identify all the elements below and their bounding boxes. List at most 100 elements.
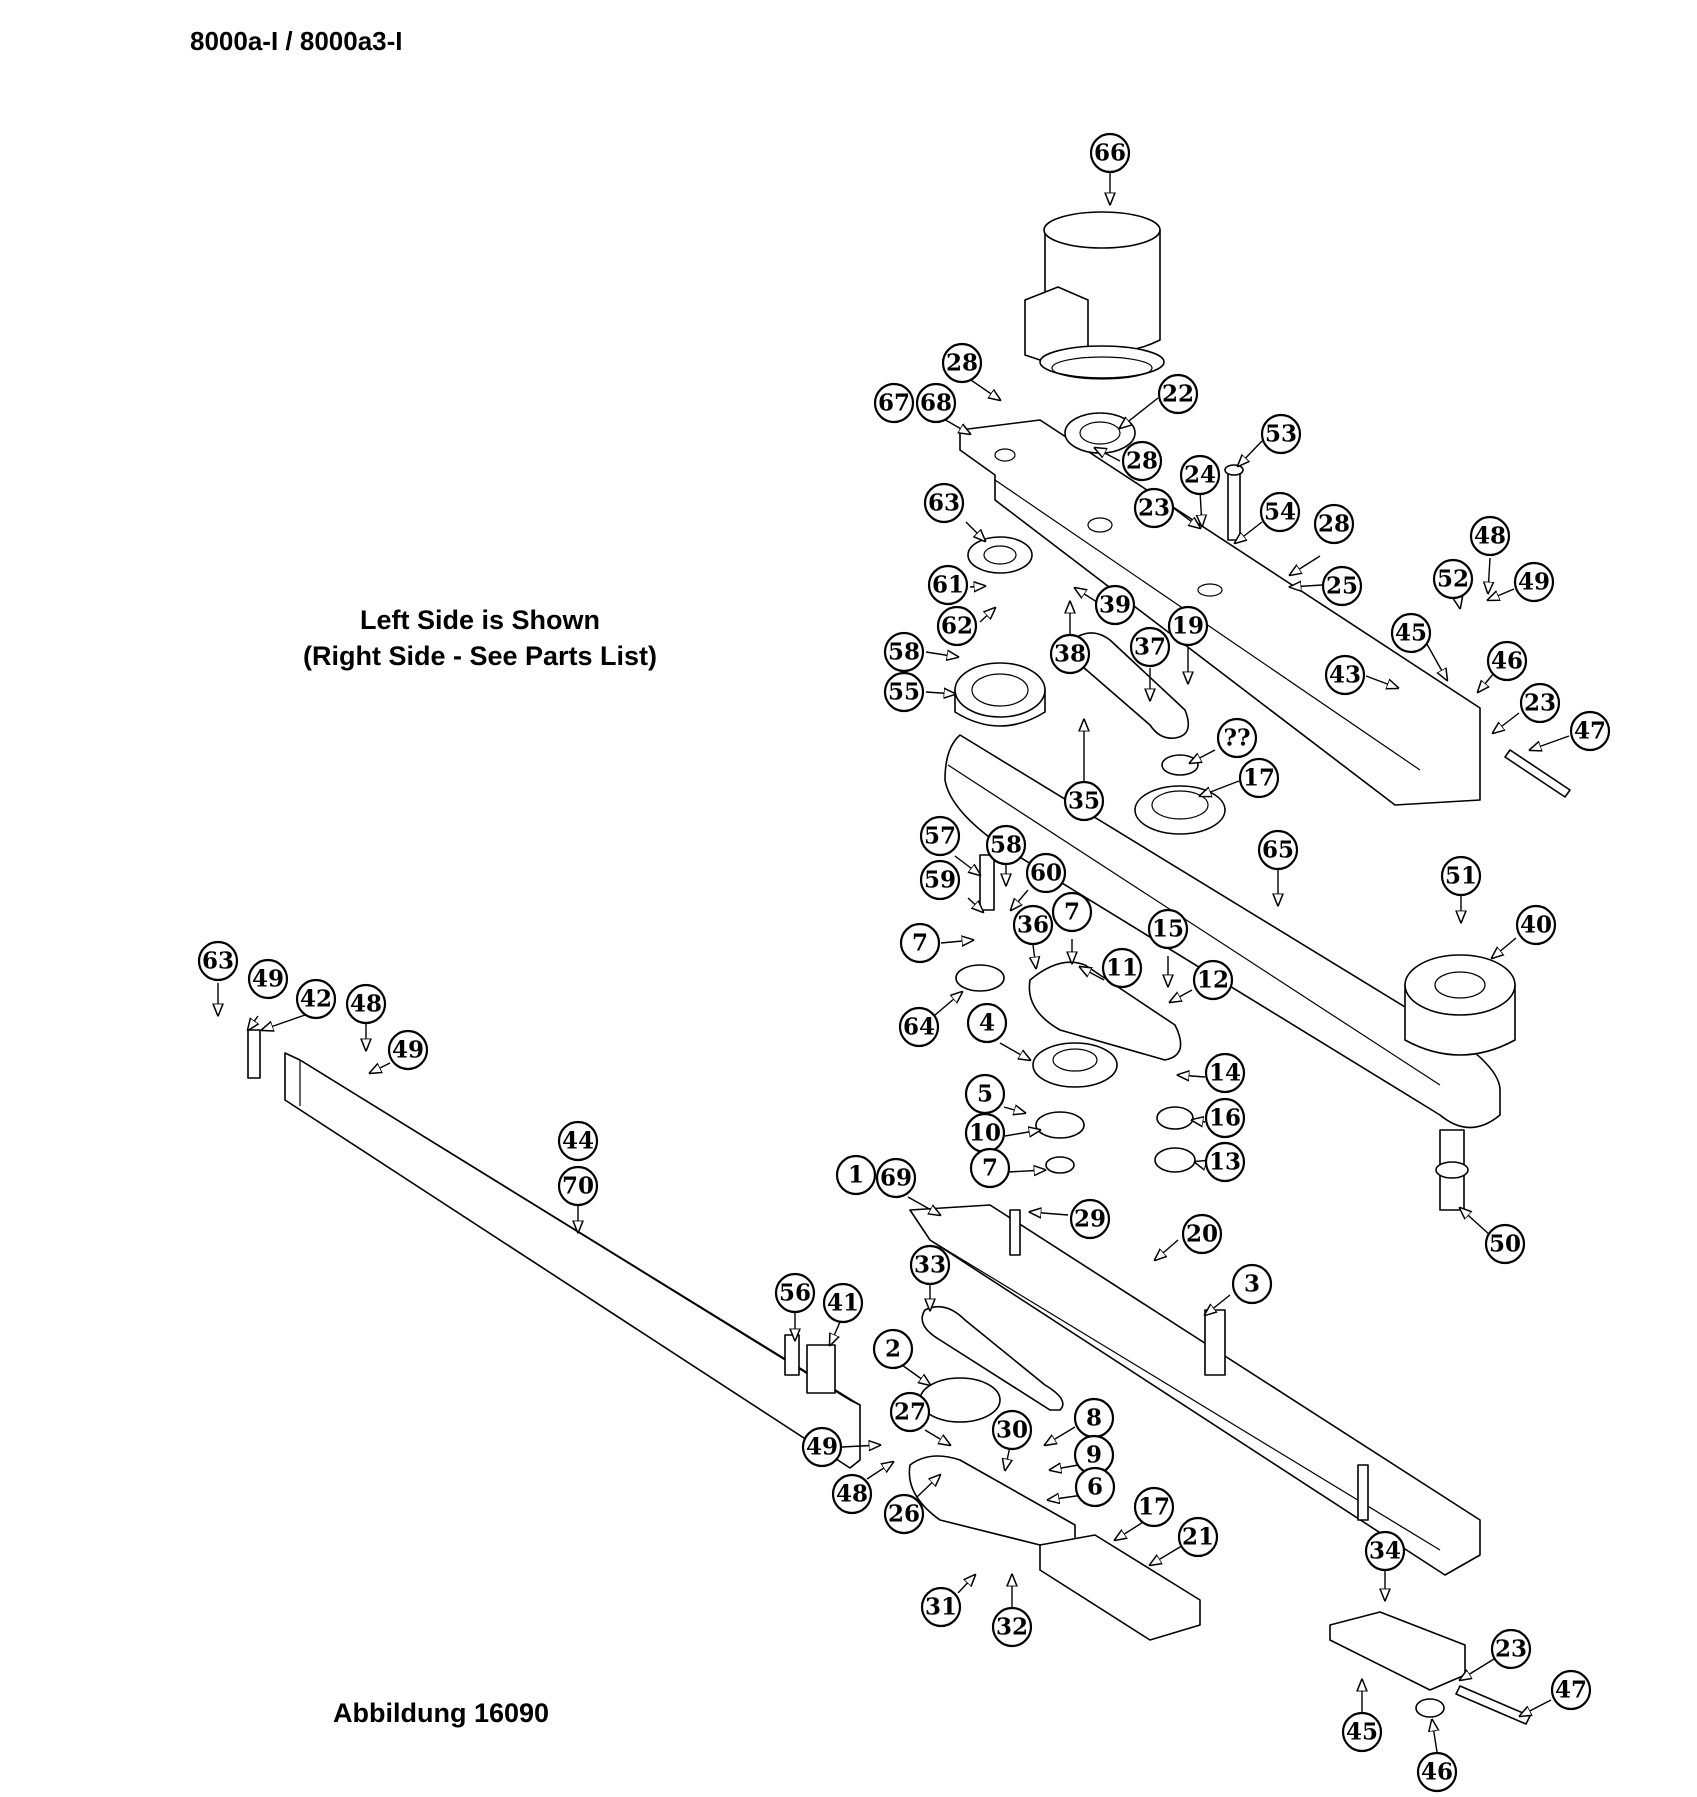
shaft-50 <box>1435 1129 1469 1211</box>
tensioner-plate <box>1028 961 1182 1061</box>
callout: 28 <box>941 342 983 384</box>
svg-text:13: 13 <box>1209 1149 1241 1176</box>
callout: 68 <box>915 382 957 424</box>
callout: 13 <box>1204 1141 1246 1183</box>
callout: 11 <box>1101 947 1143 989</box>
svg-text:38: 38 <box>1054 641 1086 668</box>
callout: 2 <box>872 1328 914 1370</box>
svg-text:60: 60 <box>1030 860 1062 887</box>
svg-text:24: 24 <box>1184 462 1216 489</box>
bracket-42 <box>247 1029 261 1079</box>
callout: 48 <box>831 1473 873 1515</box>
callout: 31 <box>920 1586 962 1628</box>
callout: 38 <box>1049 633 1091 675</box>
callout: 66 <box>1089 132 1131 174</box>
svg-text:17: 17 <box>1243 765 1275 792</box>
callout: 55 <box>883 671 925 713</box>
svg-text:53: 53 <box>1265 421 1297 448</box>
washer-46 <box>1415 1698 1445 1718</box>
callout: 25 <box>1321 565 1363 607</box>
svg-text:17: 17 <box>1138 1494 1170 1521</box>
svg-text:47: 47 <box>1574 718 1606 745</box>
flange <box>1064 412 1136 454</box>
svg-text:69: 69 <box>880 1165 912 1192</box>
svg-text:50: 50 <box>1489 1231 1521 1258</box>
svg-text:59: 59 <box>924 867 956 894</box>
callout: 69 <box>875 1157 917 1199</box>
svg-text:64: 64 <box>903 1014 935 1041</box>
callout: 26 <box>883 1493 925 1535</box>
svg-text:66: 66 <box>1094 140 1126 167</box>
callout: 7 <box>969 1147 1011 1189</box>
callout: 48 <box>1469 515 1511 557</box>
svg-text:49: 49 <box>806 1434 838 1461</box>
side-note-line2: (Right Side - See Parts List) <box>302 641 658 671</box>
callout: 60 <box>1025 852 1067 894</box>
svg-text:68: 68 <box>920 390 952 417</box>
svg-text:48: 48 <box>836 1481 868 1508</box>
callout: 49 <box>801 1426 843 1468</box>
svg-text:7: 7 <box>912 930 928 957</box>
motor <box>1024 211 1165 380</box>
callout: 16 <box>1204 1097 1246 1139</box>
callout: 61 <box>927 564 969 606</box>
callout: 65 <box>1257 829 1299 871</box>
side-note: Left Side is Shown (Right Side - See Par… <box>200 602 760 674</box>
svg-text:63: 63 <box>928 490 960 517</box>
svg-text:48: 48 <box>350 991 382 1018</box>
svg-text:70: 70 <box>562 1173 594 1200</box>
callout: 43 <box>1324 654 1366 696</box>
callout: 39 <box>1094 584 1136 626</box>
svg-text:49: 49 <box>1518 569 1550 596</box>
svg-text:58: 58 <box>888 639 920 666</box>
svg-text:25: 25 <box>1326 573 1358 600</box>
svg-text:39: 39 <box>1099 592 1131 619</box>
callout: 41 <box>822 1282 864 1324</box>
callout: 32 <box>991 1606 1033 1648</box>
bearing-housing <box>967 536 1033 574</box>
figure-caption: Abbildung 16090 <box>333 1698 550 1728</box>
callout: 27 <box>889 1391 931 1433</box>
svg-text:67: 67 <box>878 390 910 417</box>
bearing <box>1161 754 1199 776</box>
svg-text:62: 62 <box>941 613 973 640</box>
svg-text:33: 33 <box>914 1252 946 1279</box>
callout: 58 <box>985 824 1027 866</box>
callout: 1 <box>835 1154 877 1196</box>
svg-text:57: 57 <box>924 823 956 850</box>
callout: 62 <box>936 605 978 647</box>
svg-text:45: 45 <box>1346 1719 1378 1746</box>
svg-text:51: 51 <box>1445 863 1477 890</box>
small-belt <box>1069 632 1190 740</box>
callout: 24 <box>1179 454 1221 496</box>
svg-text:16: 16 <box>1209 1105 1241 1132</box>
callout: 8 <box>1073 1397 1115 1439</box>
side-note-line1: Left Side is Shown <box>359 605 601 635</box>
svg-text:4: 4 <box>979 1010 995 1037</box>
callout: 10 <box>964 1112 1006 1154</box>
svg-text:56: 56 <box>779 1280 811 1307</box>
part-10 <box>1035 1111 1085 1139</box>
callout: 22 <box>1157 373 1199 415</box>
svg-text:??: ?? <box>1224 725 1251 752</box>
svg-text:28: 28 <box>1126 448 1158 475</box>
callout: 56 <box>774 1272 816 1314</box>
svg-text:46: 46 <box>1421 1759 1453 1786</box>
callout: 45 <box>1390 612 1432 654</box>
lower-mounting-plate <box>909 1204 1481 1576</box>
svg-text:6: 6 <box>1087 1474 1103 1501</box>
svg-text:30: 30 <box>996 1417 1028 1444</box>
svg-text:22: 22 <box>1162 381 1194 408</box>
callout: 33 <box>909 1244 951 1286</box>
left-rail <box>284 1052 861 1469</box>
callout: 70 <box>557 1165 599 1207</box>
svg-text:41: 41 <box>827 1290 859 1317</box>
screw-47-upper <box>1504 749 1571 798</box>
callout: 49 <box>387 1029 429 1071</box>
callout: 15 <box>1147 908 1189 950</box>
svg-text:47: 47 <box>1555 1677 1587 1704</box>
svg-text:8: 8 <box>1086 1405 1102 1432</box>
svg-text:7: 7 <box>1064 899 1080 926</box>
gear-4 <box>1032 1042 1118 1088</box>
